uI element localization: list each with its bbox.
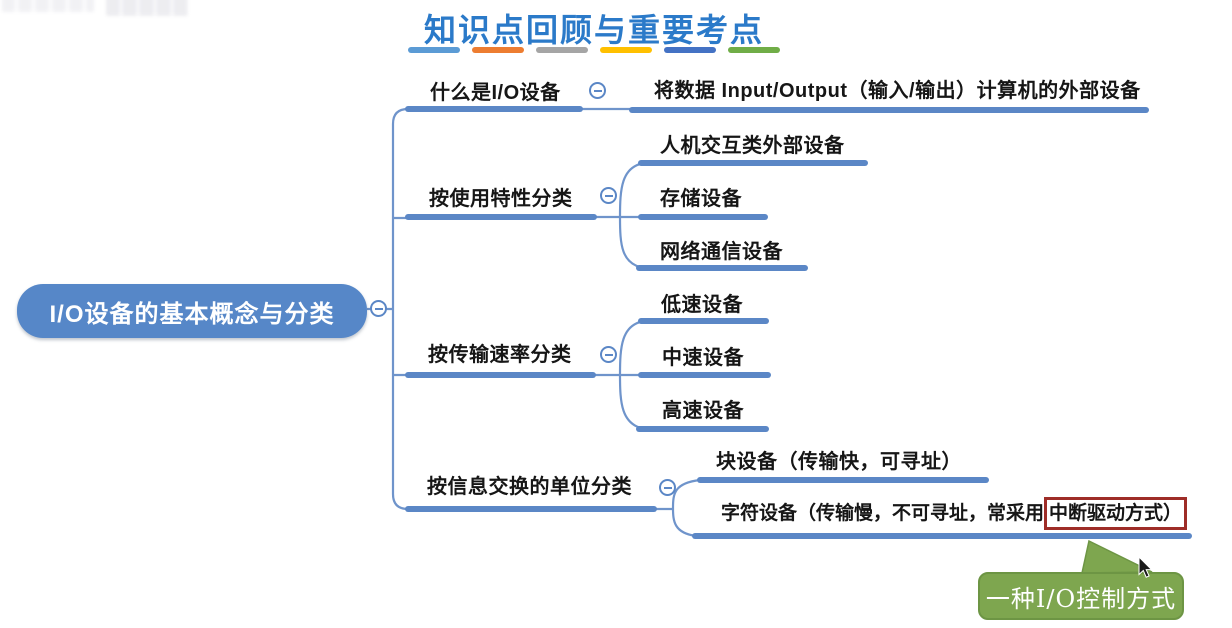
minus-icon [593,89,602,92]
watermark [2,0,94,12]
node-classify-by-usage[interactable]: 按使用特性分类 [429,188,573,210]
node-low-speed-device[interactable]: 低速设备 [661,294,743,316]
node-human-interaction-device[interactable]: 人机交互类外部设备 [660,135,845,157]
collapse-button-root[interactable] [370,300,387,317]
collapse-button-branch4[interactable] [659,479,676,496]
node-medium-speed-device[interactable]: 中速设备 [662,347,744,369]
node-root[interactable]: I/O设备的基本概念与分类 [17,284,367,338]
node-io-device-definition[interactable]: 将数据 Input/Output（输入/输出）计算机的外部设备 [654,80,1141,102]
branch4-brace [671,478,701,538]
minus-icon [604,194,613,197]
title-bar-segment [600,47,652,53]
callout-bubble[interactable]: 一种I/O控制方式 [978,572,1184,620]
node-char-device[interactable]: 字符设备（传输慢，不可寻址，常采用中断驱动方式） [721,497,1188,530]
branch3-brace [618,319,646,431]
title-bar-segment [408,47,460,53]
char-device-text: 字符设备（传输慢，不可寻址，常采用 [721,503,1045,524]
minus-icon [663,486,672,489]
node-what-is-io-device[interactable]: 什么是I/O设备 [430,82,561,104]
watermark-logo [106,0,188,16]
callout-text: 一种I/O控制方式 [985,584,1177,613]
title-underline-bars [408,47,780,53]
interrupt-highlight-box: 中断驱动方式） [1044,497,1188,530]
collapse-button-branch1[interactable] [589,82,606,99]
node-classify-by-unit[interactable]: 按信息交换的单位分类 [427,476,632,498]
minus-icon [374,307,383,310]
root-trunk [391,107,409,511]
node-storage-device[interactable]: 存储设备 [660,188,742,210]
collapse-button-branch2[interactable] [600,187,617,204]
minus-icon [604,353,613,356]
title-bar-segment [536,47,588,53]
page-title: 知识点回顾与重要考点 [423,11,764,49]
callout-pointer [1081,539,1153,574]
branch2-brace [618,161,646,270]
collapse-button-branch3[interactable] [600,346,617,363]
title-bar-segment [664,47,716,53]
title-bar-segment [728,47,780,53]
branch-underlines [405,106,1192,539]
title-bar-segment [472,47,524,53]
node-high-speed-device[interactable]: 高速设备 [662,400,744,422]
node-block-device[interactable]: 块设备（传输快，可寻址） [716,451,962,473]
node-network-device[interactable]: 网络通信设备 [660,241,783,263]
node-classify-by-speed[interactable]: 按传输速率分类 [428,344,572,366]
